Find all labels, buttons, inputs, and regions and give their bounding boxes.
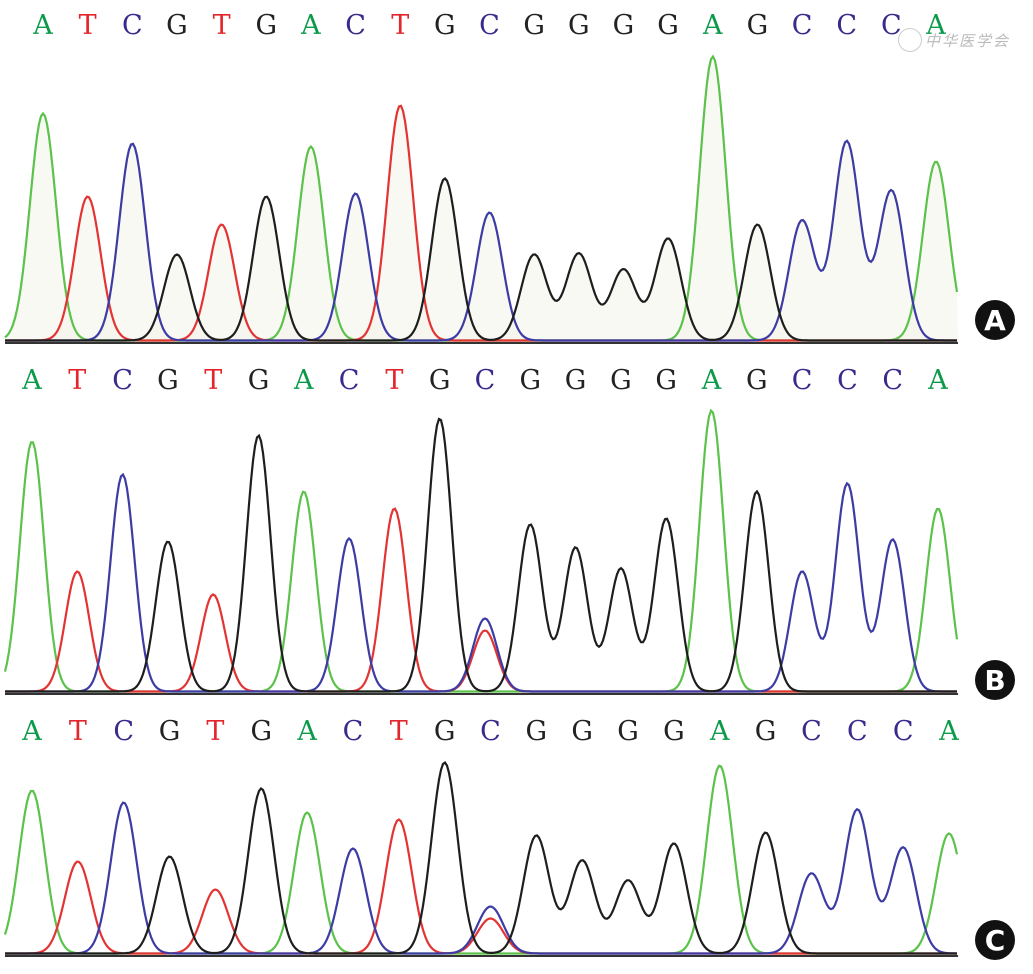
base-call-16: A xyxy=(701,365,722,396)
base-call-9: T xyxy=(390,716,408,747)
trace-G xyxy=(5,176,957,342)
base-call-16: A xyxy=(702,10,723,41)
trace-G xyxy=(5,761,957,955)
base-call-3: C xyxy=(122,10,143,41)
base-call-2: T xyxy=(69,716,87,747)
panel-label: A xyxy=(984,304,1006,337)
base-call-5: T xyxy=(206,716,224,747)
base-call-3: C xyxy=(112,365,133,396)
base-call-11: C xyxy=(479,10,500,41)
base-call-14: G xyxy=(613,10,635,41)
trace-C xyxy=(5,472,957,693)
base-call-1: A xyxy=(32,10,53,41)
trace-fill-C xyxy=(5,140,958,342)
base-call-9: T xyxy=(385,365,403,396)
base-call-13: G xyxy=(568,10,590,41)
base-call-1: A xyxy=(21,716,42,747)
base-call-4: G xyxy=(166,10,188,41)
base-call-12: G xyxy=(526,716,548,747)
base-call-4: G xyxy=(157,365,179,396)
watermark-text: 中华医学会 xyxy=(925,32,1011,50)
base-call-2: T xyxy=(79,10,97,41)
base-call-19: C xyxy=(836,10,857,41)
base-call-15: G xyxy=(657,10,679,41)
base-call-15: G xyxy=(655,365,677,396)
base-call-20: C xyxy=(882,365,903,396)
base-call-8: C xyxy=(345,10,366,41)
base-call-5: T xyxy=(204,365,222,396)
trace-fill-T xyxy=(5,105,958,343)
base-call-10: G xyxy=(434,10,456,41)
base-call-19: C xyxy=(837,365,858,396)
base-call-12: G xyxy=(520,365,542,396)
base-call-7: A xyxy=(293,365,314,396)
base-call-16: A xyxy=(709,716,730,747)
base-call-6: G xyxy=(250,716,272,747)
panel-label: C xyxy=(985,924,1006,957)
trace-C xyxy=(5,801,957,955)
base-call-9: T xyxy=(391,10,409,41)
base-call-17: G xyxy=(755,716,777,747)
watermark-logo xyxy=(898,28,922,52)
base-call-8: C xyxy=(343,716,364,747)
panel-label: B xyxy=(984,664,1005,697)
base-call-18: C xyxy=(792,365,813,396)
base-call-17: G xyxy=(746,365,768,396)
base-call-5: T xyxy=(213,10,231,41)
base-call-11: C xyxy=(480,716,501,747)
base-call-20: C xyxy=(881,10,902,41)
base-call-21: A xyxy=(927,365,948,396)
base-call-7: A xyxy=(300,10,321,41)
base-call-10: G xyxy=(429,365,451,396)
base-call-1: A xyxy=(21,365,42,396)
base-call-14: G xyxy=(617,716,639,747)
trace-G xyxy=(5,417,957,693)
base-call-4: G xyxy=(159,716,181,747)
trace-T xyxy=(5,818,957,955)
base-call-13: G xyxy=(565,365,587,396)
panel-label-badge xyxy=(975,300,1015,340)
base-call-2: T xyxy=(68,365,86,396)
base-call-6: G xyxy=(255,10,277,41)
base-call-20: C xyxy=(893,716,914,747)
base-call-12: G xyxy=(523,10,545,41)
base-call-17: G xyxy=(747,10,769,41)
base-call-18: C xyxy=(792,10,813,41)
base-call-15: G xyxy=(663,716,685,747)
base-call-21: A xyxy=(925,10,946,41)
panel-label-badge xyxy=(975,920,1015,960)
base-call-7: A xyxy=(296,716,317,747)
base-call-14: G xyxy=(610,365,632,396)
base-call-6: G xyxy=(248,365,270,396)
base-call-19: C xyxy=(847,716,868,747)
panel-label-badge xyxy=(975,660,1015,700)
base-call-8: C xyxy=(339,365,360,396)
base-call-21: A xyxy=(938,716,959,747)
base-call-11: C xyxy=(475,365,496,396)
trace-fill-G xyxy=(5,178,958,342)
trace-fill-A xyxy=(5,56,958,342)
base-call-3: C xyxy=(113,716,134,747)
base-call-10: G xyxy=(434,716,456,747)
base-call-18: C xyxy=(801,716,822,747)
trace-C xyxy=(5,139,957,342)
base-call-13: G xyxy=(571,716,593,747)
